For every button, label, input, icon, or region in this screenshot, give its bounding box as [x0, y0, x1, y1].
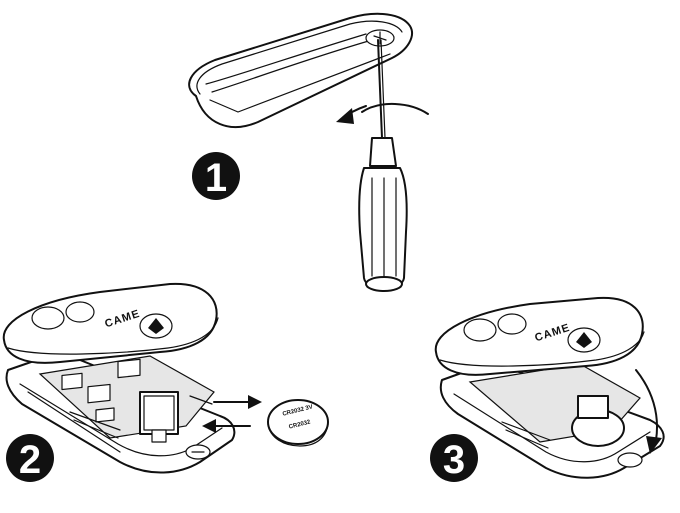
step2-badge: 2: [6, 434, 54, 482]
step2-number: 2: [19, 438, 41, 482]
step1-illustration: 1: [189, 14, 428, 291]
step3-badge: 3: [430, 434, 478, 482]
coin-battery: CR2032 3V CR2032: [268, 400, 328, 446]
step3-illustration: CAME 3: [430, 298, 664, 482]
remote-top-cover-closing: CAME: [436, 298, 644, 375]
remote-top-cover: CAME: [4, 284, 218, 363]
screwdriver-icon: [359, 40, 407, 291]
battery-holder: [140, 392, 178, 442]
step1-number: 1: [205, 156, 227, 200]
step3-number: 3: [443, 438, 465, 482]
step2-illustration: CAME CR2032 3V CR2032 2: [4, 284, 328, 482]
step1-badge: 1: [192, 152, 240, 200]
